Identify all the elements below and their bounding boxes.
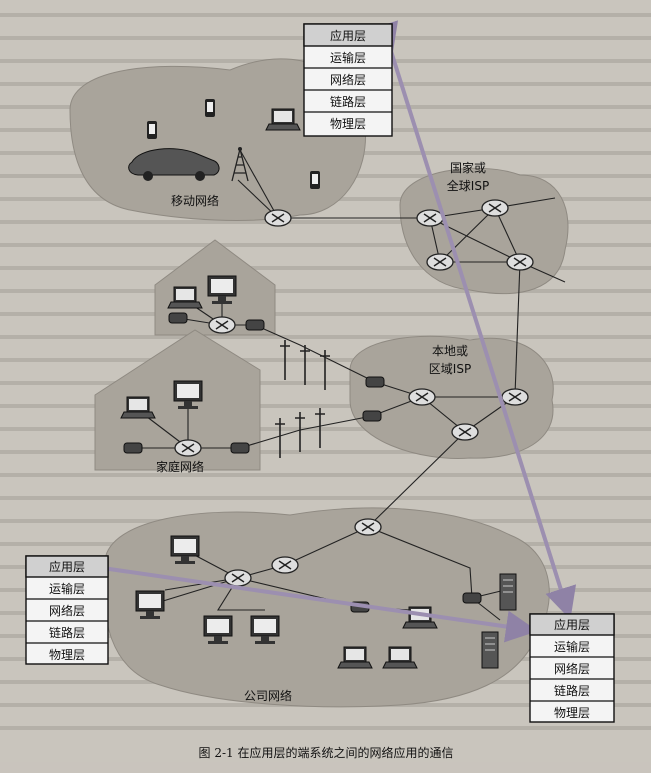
- router-icon: [416, 209, 444, 227]
- router-icon: [501, 388, 529, 406]
- local-isp-label-line2: 区域ISP: [429, 362, 471, 376]
- modem-icon: [123, 442, 143, 454]
- stack-layer-label: 链路层: [554, 683, 590, 698]
- modem-icon: [168, 312, 188, 324]
- router-icon: [208, 316, 236, 334]
- stack-layer-label: 物理层: [554, 706, 590, 720]
- application-communication-arrows: [80, 20, 577, 643]
- router-icon: [451, 423, 479, 441]
- enterprise-network-label: 公司网络: [244, 688, 292, 703]
- server-icon: [481, 631, 499, 669]
- protocol-stack-left: 应用层 运输层 网络层 链路层 物理层: [25, 555, 109, 665]
- global-isp-label-line1: 国家或: [450, 160, 486, 175]
- router-icon: [481, 199, 509, 217]
- stack-layer-label: 物理层: [330, 117, 366, 131]
- switch-icon: [462, 592, 482, 604]
- stack-layer-label: 网络层: [330, 72, 366, 87]
- protocol-stack-top: 应用层 运输层 网络层 链路层 物理层: [303, 23, 393, 137]
- stack-layer-label: 链路层: [330, 94, 366, 109]
- home-network-label: 家庭网络: [156, 459, 204, 474]
- server-icon: [499, 573, 517, 611]
- local-isp-label-line1: 本地或: [432, 344, 468, 358]
- car-icon: [128, 148, 220, 181]
- modem-icon: [245, 319, 265, 331]
- protocol-stack-right: 应用层 运输层 网络层 链路层 物理层: [529, 613, 615, 723]
- modem-icon: [230, 442, 250, 454]
- stack-layer-label: 运输层: [49, 581, 85, 596]
- router-icon: [426, 253, 454, 271]
- stack-layer-label: 网络层: [49, 603, 85, 618]
- stack-layer-label: 运输层: [554, 639, 590, 654]
- router-icon: [224, 569, 252, 587]
- mobile-network-cloud: [69, 58, 367, 221]
- stack-layer-label: 物理层: [49, 648, 85, 662]
- router-icon: [264, 209, 292, 227]
- stack-layer-label: 应用层: [49, 559, 85, 574]
- stack-layer-label: 网络层: [554, 661, 590, 676]
- router-icon: [174, 439, 202, 457]
- global-isp-label-line2: 全球ISP: [447, 178, 489, 193]
- phone-icon: [147, 121, 157, 139]
- stack-layer-label: 应用层: [554, 617, 590, 632]
- router-icon: [408, 388, 436, 406]
- stack-layer-label: 链路层: [49, 625, 85, 640]
- stack-layer-label: 运输层: [330, 50, 366, 65]
- modem-icon: [362, 410, 382, 422]
- router-icon: [271, 556, 299, 574]
- mobile-network-label: 移动网络: [171, 193, 219, 208]
- router-icon: [354, 518, 382, 536]
- stack-layer-label: 应用层: [330, 28, 366, 43]
- figure-caption: 图 2-1 在应用层的端系统之间的网络应用的通信: [199, 745, 454, 760]
- router-icon: [506, 253, 534, 271]
- modem-icon: [365, 376, 385, 388]
- phone-icon: [310, 171, 320, 189]
- phone-icon: [205, 99, 215, 117]
